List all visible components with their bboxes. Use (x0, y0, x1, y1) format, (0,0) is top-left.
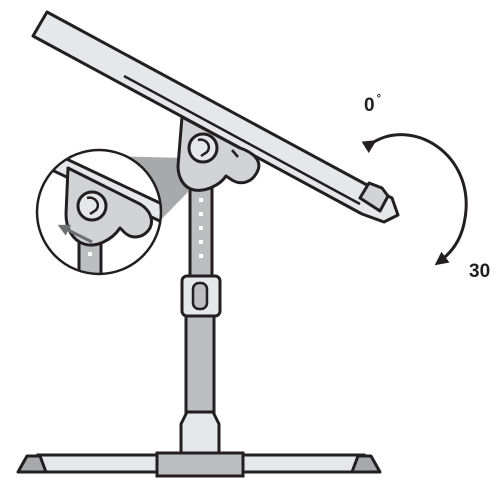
hinge-joint (176, 115, 261, 192)
height-clamp (180, 274, 222, 318)
lower-pole (184, 308, 216, 414)
degree-sign: ° (376, 93, 381, 105)
angle-label-start: 0° (364, 93, 381, 116)
detail-zoom-circle (35, 148, 163, 276)
base-foot (16, 451, 382, 478)
angle-start-value: 0 (364, 95, 375, 116)
release-arrow-icon (57, 224, 93, 244)
angle-label-end: 30 (469, 261, 491, 282)
base-collar (179, 408, 221, 455)
curved-arrow-icon (361, 133, 468, 266)
